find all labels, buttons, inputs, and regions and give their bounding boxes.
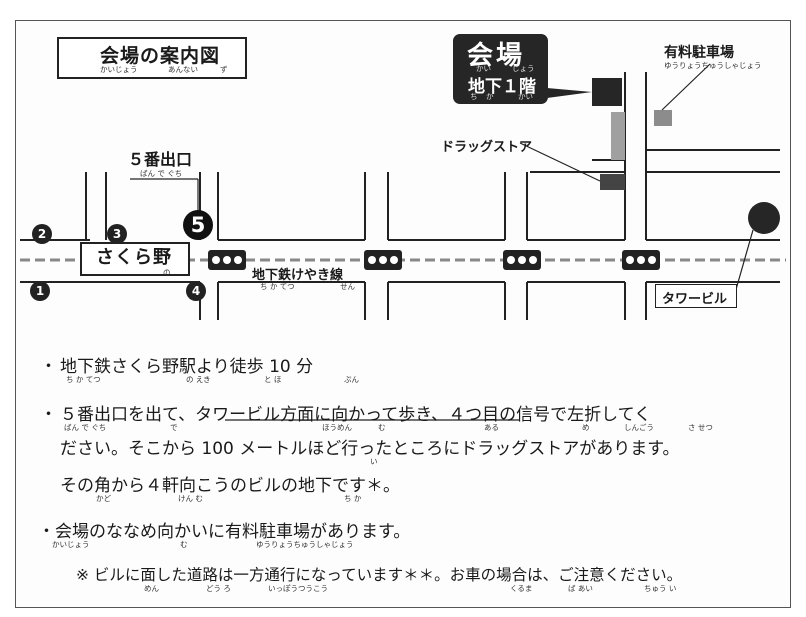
line5-ruby-2: む bbox=[180, 540, 188, 549]
subway-line-label: 地下鉄けやき線 bbox=[252, 268, 344, 283]
exit-4-marker: 4 bbox=[186, 281, 206, 301]
line6-ruby-5: ば あい bbox=[568, 584, 593, 593]
exit-3-marker: 3 bbox=[107, 224, 127, 244]
line5-ruby-3: ゆうりょうちゅうしゃじょう bbox=[256, 540, 354, 549]
line4-ruby-1: かど bbox=[96, 494, 111, 503]
title-ruby-3: ず bbox=[220, 65, 228, 74]
exit-2-marker: 2 bbox=[32, 224, 52, 244]
map-title-box bbox=[57, 37, 247, 79]
line2-ruby-4: む bbox=[378, 423, 386, 432]
line1-ruby-1: ち か てつ bbox=[66, 375, 101, 384]
traffic-signal bbox=[208, 250, 246, 270]
traffic-signal bbox=[503, 250, 541, 270]
exit5-label: ５番出口 bbox=[128, 150, 193, 169]
parking-building bbox=[654, 110, 672, 126]
line2-ruby-8: さ せつ bbox=[688, 423, 713, 432]
line2-ruby-7: しんごう bbox=[624, 423, 654, 432]
bullet-dot: ・ bbox=[40, 405, 57, 425]
directions-line-2: ５番出口を出て、タワービル方面に向かって歩き、４つ目の信号で左折してく bbox=[60, 405, 652, 425]
line2-ruby-2: で bbox=[170, 423, 178, 432]
exit5-ruby: ばん で ぐち bbox=[140, 169, 183, 178]
venue-ruby-2: じょう bbox=[512, 64, 535, 73]
line4-ruby-2: けん む bbox=[178, 494, 203, 503]
parking-ruby: ゆうりょうちゅうしゃじょう bbox=[664, 61, 762, 70]
line3-ruby-1: い bbox=[370, 457, 378, 466]
venue-building bbox=[592, 78, 622, 106]
line6-ruby-1: めん bbox=[144, 584, 159, 593]
line1-ruby-4: ぷん bbox=[344, 375, 359, 384]
directions-line-5: ・会場のななめ向かいに有料駐車場があります。 bbox=[38, 522, 411, 542]
line6-ruby-6: ちゅう い bbox=[644, 584, 677, 593]
map-title: 会場の案内図 bbox=[100, 45, 221, 67]
line6-ruby-4: くるま bbox=[510, 584, 533, 593]
line2-ruby-1: ばん で ぐち bbox=[64, 423, 107, 432]
exit-1-marker: 1 bbox=[30, 281, 50, 301]
directions-line-3: ださい。そこから 100 メートルほど行ったところにドラッグストアがあります。 bbox=[60, 439, 680, 459]
line1-ruby-3: と ほ bbox=[264, 375, 282, 384]
traffic-signal bbox=[364, 250, 402, 270]
venue-floor-ruby-1: ち bbox=[470, 92, 478, 101]
title-ruby-2: あんない bbox=[168, 65, 198, 74]
exit-5-marker: 5 bbox=[183, 210, 213, 240]
directions-note: ※ ビルに面した道路は一方通行になっています＊＊。お車の場合は、ご注意ください。 bbox=[76, 566, 683, 584]
title-ruby-1: かいじょう bbox=[100, 65, 138, 74]
line2-ruby-5: ある bbox=[484, 423, 499, 432]
drugstore-label: ドラッグストア bbox=[441, 140, 533, 155]
station-ruby: の bbox=[163, 268, 171, 277]
tower-label: タワービル bbox=[662, 292, 728, 307]
line2-ruby-3: ほうめん bbox=[322, 423, 352, 432]
venue-ruby-1: かい bbox=[476, 64, 491, 73]
directions-line-4: その角から４軒向こうのビルの地下です＊。 bbox=[60, 476, 400, 496]
parking-label: 有料駐車場 bbox=[664, 45, 734, 61]
line2-ruby-6: め bbox=[582, 423, 590, 432]
subway-line-ruby-1: ち か てつ bbox=[260, 282, 295, 291]
venue-floor-ruby-2: か bbox=[486, 92, 494, 101]
line5-ruby-1: かいじょう bbox=[52, 540, 90, 549]
station-box bbox=[80, 242, 190, 276]
line4-ruby-3: ち か bbox=[344, 494, 362, 503]
venue-floor: 地下１階 bbox=[468, 77, 536, 97]
drugstore-building bbox=[600, 174, 625, 190]
venue-name: 会場 bbox=[467, 41, 526, 71]
tower-label-box bbox=[655, 284, 737, 308]
venue-floor-ruby-3: かい bbox=[518, 92, 533, 101]
subway-line-ruby-2: せん bbox=[340, 282, 355, 291]
line6-ruby-3: いっぽうつうこう bbox=[268, 584, 328, 593]
line6-ruby-2: どう ろ bbox=[206, 584, 231, 593]
gray-building bbox=[611, 112, 625, 160]
venue-label-box bbox=[453, 34, 548, 104]
directions-line-1: 地下鉄さくら野駅より徒歩 10 分 bbox=[60, 357, 314, 377]
traffic-signal bbox=[622, 250, 660, 270]
station-name: さくら野 bbox=[96, 247, 172, 268]
bullet-dot: ・ bbox=[40, 357, 57, 377]
line1-ruby-2: の えき bbox=[186, 375, 211, 384]
tower-building bbox=[748, 202, 780, 234]
